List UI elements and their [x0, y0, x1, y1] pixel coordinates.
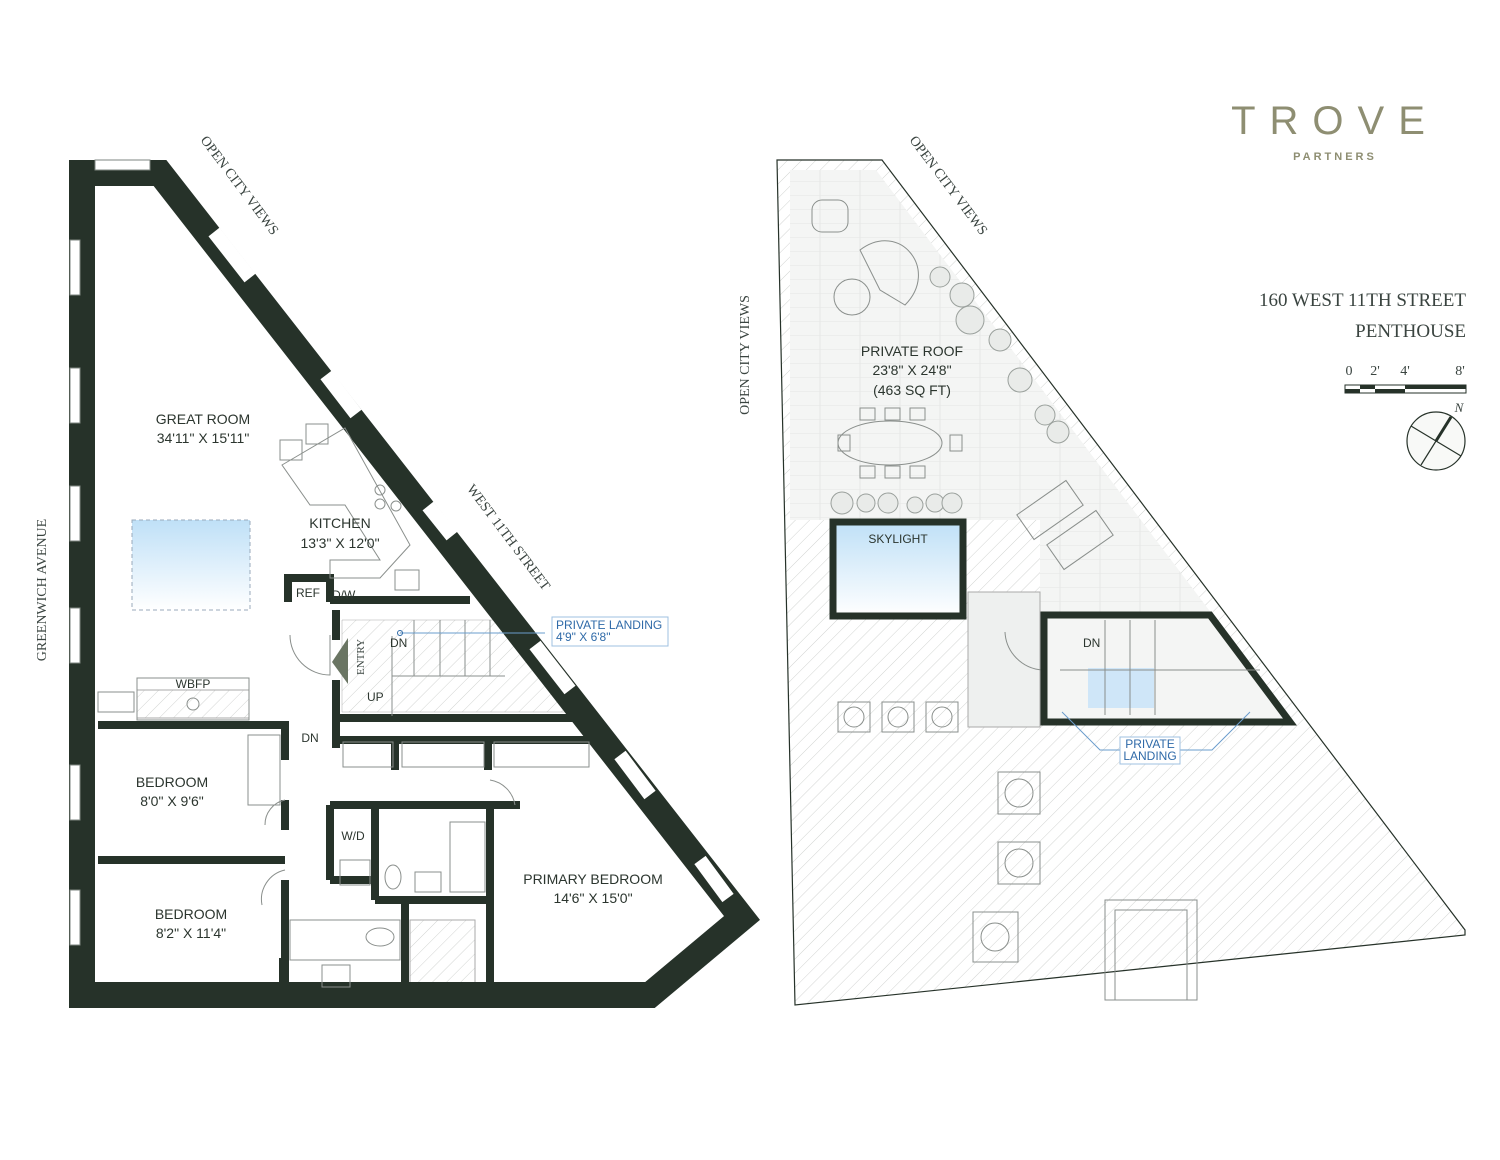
- scale-tick: 2': [1370, 364, 1380, 379]
- wbfp-label: WBFP: [176, 677, 211, 691]
- room-name: KITCHEN: [309, 515, 370, 531]
- scale-tick: 8': [1455, 364, 1465, 379]
- landing-callout: [551, 616, 669, 647]
- north-compass-icon: N: [1406, 400, 1466, 471]
- ref-label: REF: [296, 586, 320, 600]
- landing-dims: 4'9" X 6'8": [556, 630, 610, 644]
- roof-landing-callout: [1119, 736, 1181, 765]
- room-name: BEDROOM: [155, 906, 227, 922]
- stair-up-label: UP: [367, 690, 384, 704]
- brand-name: TROVE: [1231, 99, 1439, 143]
- room-name: PRIMARY BEDROOM: [523, 871, 663, 887]
- roof-side-view-label: OPEN CITY VIEWS: [738, 295, 753, 415]
- roof-dims: 23'8" X 24'8": [872, 362, 951, 378]
- address-title: 160 WEST 11TH STREET: [1259, 290, 1466, 311]
- roof-stair-dn-label: DN: [1083, 636, 1100, 650]
- scale-bar: 0 2' 4' 8': [1344, 364, 1467, 394]
- entry-label: ENTRY: [355, 639, 367, 675]
- unit-title: PENTHOUSE: [1355, 321, 1466, 342]
- dw-label: D/W: [332, 588, 356, 602]
- room-name: BEDROOM: [136, 774, 208, 790]
- lower-level-plan: PRIVATE LANDING 4'9" X 6'8" OPEN CITY VI…: [35, 134, 760, 1008]
- skylight: [829, 518, 967, 620]
- stair-dn-label: DN: [390, 636, 407, 650]
- room-dims: 13'3" X 12'0": [300, 535, 379, 551]
- room-dims: 14'6" X 15'0": [553, 890, 632, 906]
- roof-landing-label: PRIVATE: [1125, 737, 1175, 751]
- north-label: N: [1454, 400, 1465, 415]
- roof-landing-label: LANDING: [1123, 749, 1176, 763]
- skylight-label: SKYLIGHT: [868, 532, 928, 546]
- roof-area: (463 SQ FT): [873, 382, 951, 398]
- landing-label: PRIVATE LANDING: [556, 618, 662, 632]
- room-dims: 8'0" X 9'6": [140, 793, 204, 809]
- room-dims: 8'2" X 11'4": [156, 925, 226, 941]
- entry-arrow-icon: [332, 638, 348, 684]
- avenue-label: GREENWICH AVENUE: [35, 519, 50, 661]
- brand-logo: TROVE PARTNERS: [1231, 99, 1439, 163]
- scale-tick: 4': [1400, 364, 1410, 379]
- hall-dn-label: DN: [301, 731, 318, 745]
- roof-level-plan: SKYLIGHT DN PRIVATE LANDING: [738, 134, 1466, 1006]
- roof-name: PRIVATE ROOF: [861, 343, 963, 359]
- wd-label: W/D: [341, 829, 365, 843]
- brand-sub: PARTNERS: [1293, 151, 1377, 163]
- room-name: GREAT ROOM: [156, 411, 250, 427]
- scale-tick: 0: [1346, 364, 1353, 379]
- room-dims: 34'11" X 15'11": [157, 430, 250, 446]
